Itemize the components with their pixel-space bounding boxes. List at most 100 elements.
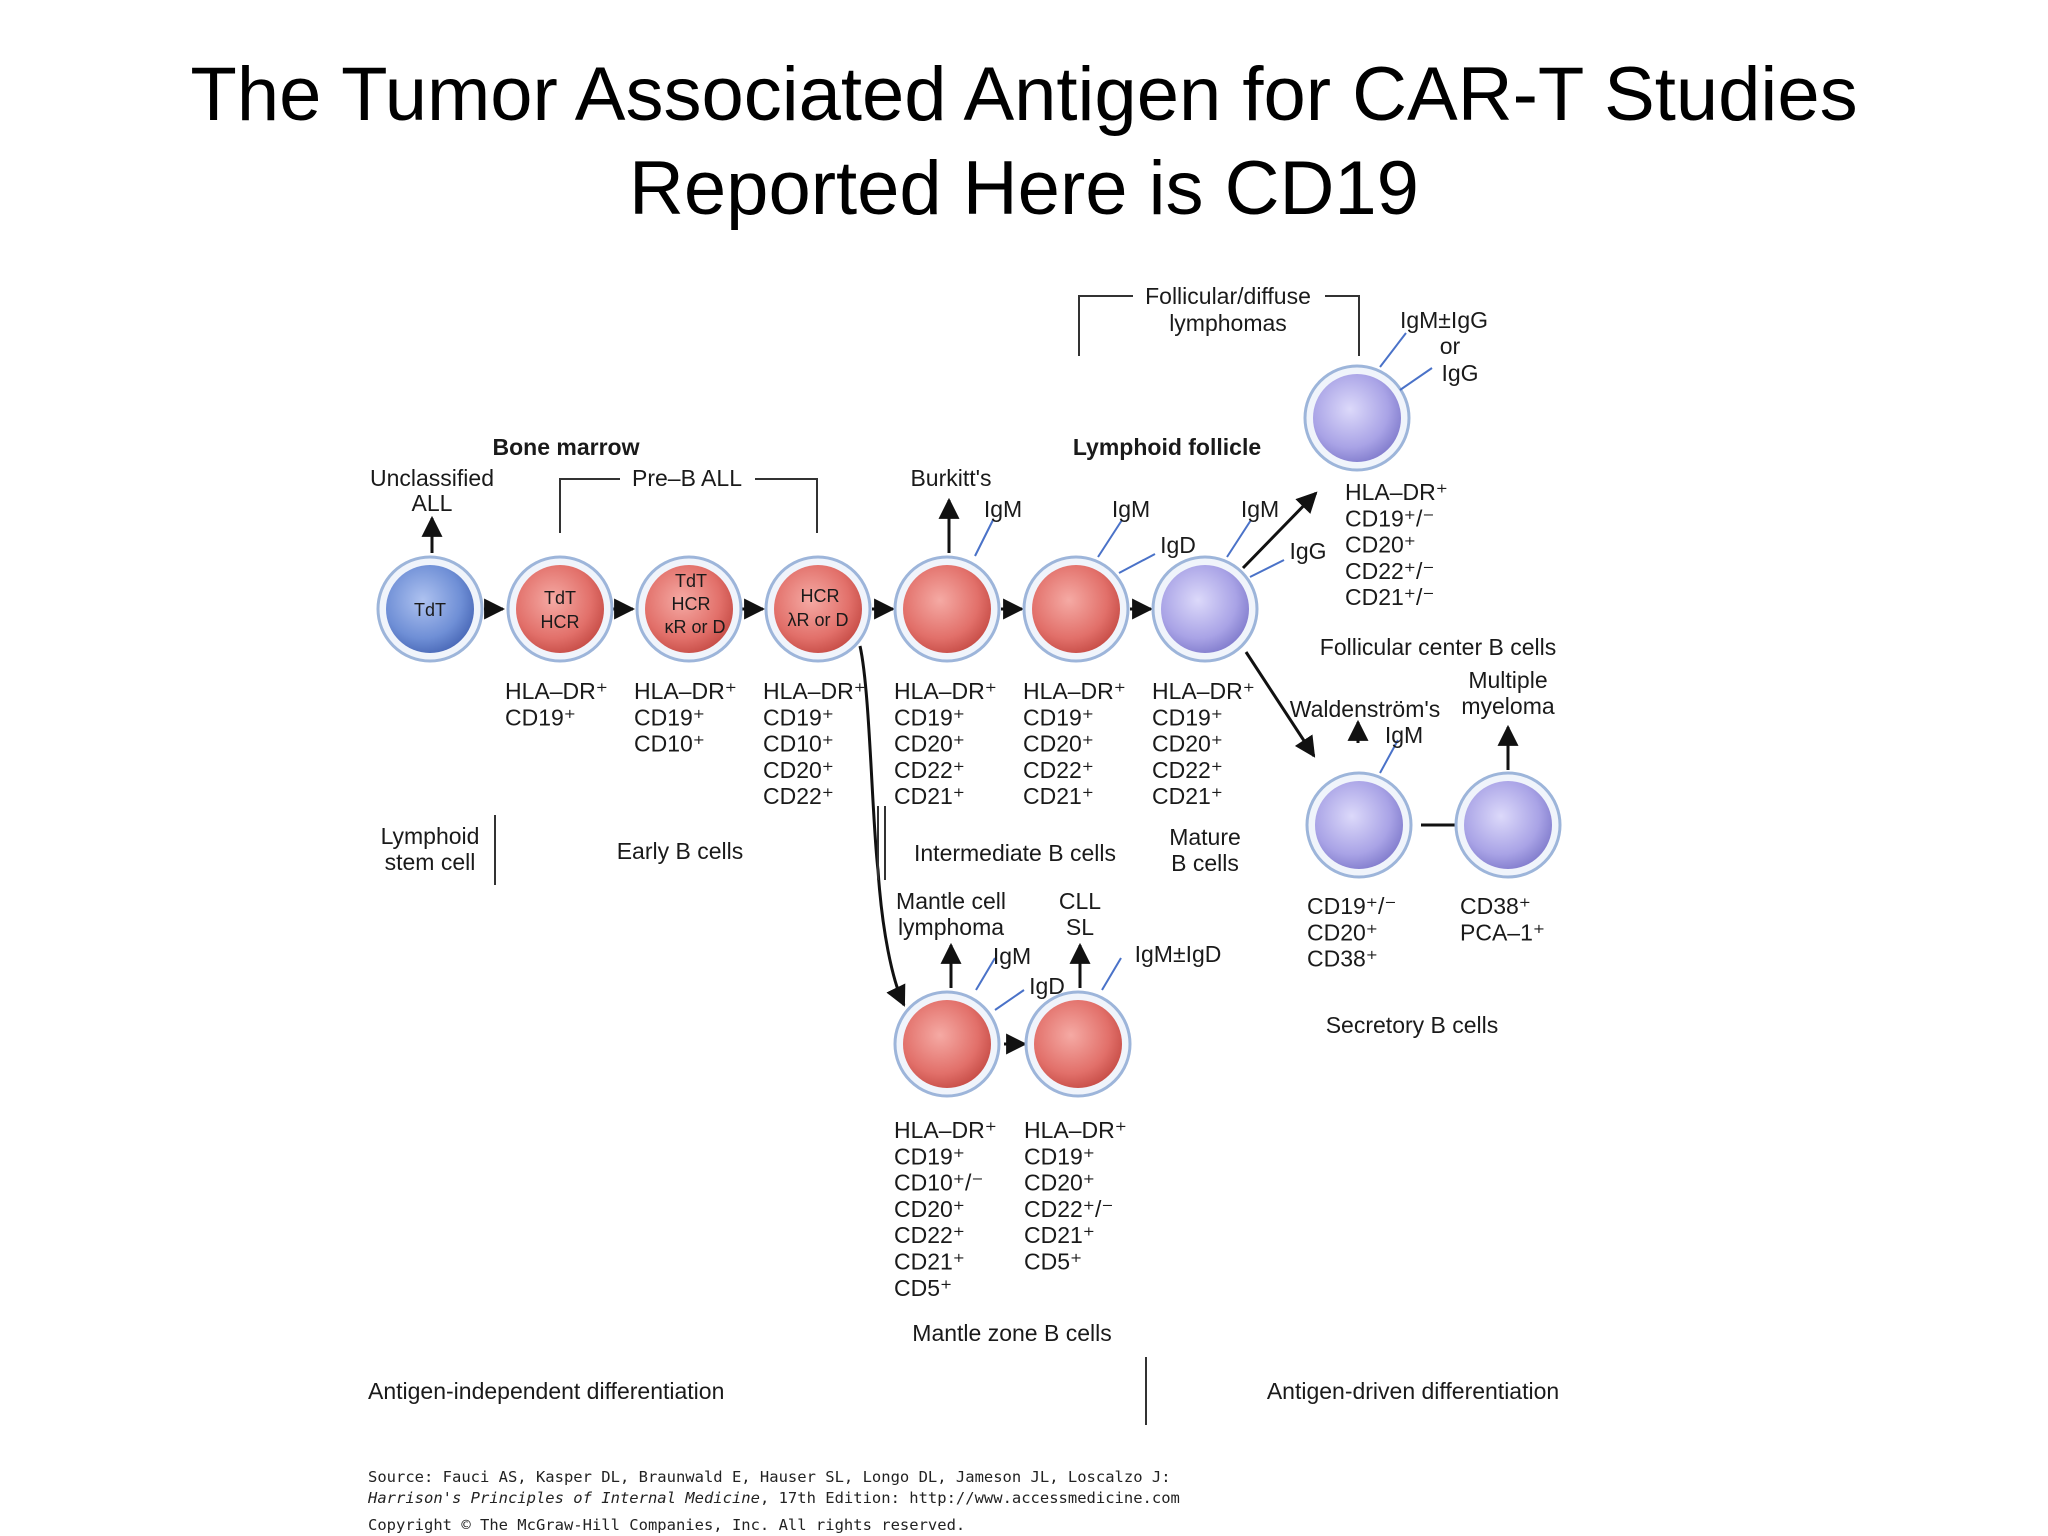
marker-c3-0: HLA–DR⁺ bbox=[634, 678, 737, 704]
marker-follicular-0: HLA–DR⁺ bbox=[1345, 479, 1448, 505]
marker-mantle1-2: CD10⁺/⁻ bbox=[894, 1170, 983, 1196]
cell-early-b-1 bbox=[516, 565, 604, 653]
igm-igg-label: IgM±IgG bbox=[1400, 307, 1488, 333]
waldenstrom-label: Waldenström's bbox=[1290, 696, 1441, 722]
all-label: ALL bbox=[412, 490, 453, 516]
antigen-driven-label: Antigen-driven differentiation bbox=[1267, 1378, 1559, 1404]
marker-mantle1-0: HLA–DR⁺ bbox=[894, 1117, 997, 1143]
marker-c7-3: CD22⁺ bbox=[1152, 757, 1223, 783]
cell-early-b-3 bbox=[774, 565, 862, 653]
marker-c5-4: CD21⁺ bbox=[894, 783, 965, 809]
marker-c5-0: HLA–DR⁺ bbox=[894, 678, 997, 704]
marker-secretory1-1: CD20⁺ bbox=[1307, 919, 1378, 945]
igm-c5: IgM bbox=[984, 496, 1022, 522]
marker-follicular-1: CD19⁺/⁻ bbox=[1345, 505, 1434, 531]
marker-c6-1: CD19⁺ bbox=[1023, 704, 1094, 730]
marker-mantle1-5: CD21⁺ bbox=[894, 1249, 965, 1275]
marker-mantle1-1: CD19⁺ bbox=[894, 1143, 965, 1169]
cell-mantle-1 bbox=[903, 1000, 991, 1088]
cell-4-text-1: HCR bbox=[801, 586, 840, 606]
marker-c4-3: CD20⁺ bbox=[763, 757, 834, 783]
arrow-to-secretory bbox=[1244, 651, 1316, 758]
igg-follicular: IgG bbox=[1441, 360, 1478, 386]
marker-c4-2: CD10⁺ bbox=[763, 731, 834, 757]
marker-secretory1-2: CD38⁺ bbox=[1307, 946, 1378, 972]
source-book-title: Harrison's Principles of Internal Medici… bbox=[367, 1489, 760, 1507]
title-line-1: The Tumor Associated Antigen for CAR-T S… bbox=[190, 52, 1858, 137]
marker-c7-0: HLA–DR⁺ bbox=[1152, 678, 1255, 704]
source-line-1: Source: Fauci AS, Kasper DL, Braunwald E… bbox=[368, 1468, 1171, 1486]
igm-secretory: IgM bbox=[1385, 722, 1423, 748]
cell-secretory-2 bbox=[1464, 781, 1552, 869]
marker-c4-1: CD19⁺ bbox=[763, 704, 834, 730]
follicular-diffuse-label: Follicular/diffuse bbox=[1145, 283, 1311, 309]
lymphoid-stem-label-2: stem cell bbox=[385, 849, 476, 875]
pre-b-all-label: Pre–B ALL bbox=[632, 465, 742, 491]
follicular-center-label: Follicular center B cells bbox=[1320, 634, 1556, 660]
igm-c7: IgM bbox=[1241, 496, 1279, 522]
marker-c6-4: CD21⁺ bbox=[1023, 783, 1094, 809]
marker-mantle2-1: CD19⁺ bbox=[1024, 1143, 1095, 1169]
lymphoid-stem-label-1: Lymphoid bbox=[381, 823, 480, 849]
lymphoid-follicle-label: Lymphoid follicle bbox=[1073, 434, 1261, 460]
mature-b-label-1: Mature bbox=[1169, 824, 1241, 850]
marker-c6-3: CD22⁺ bbox=[1023, 757, 1094, 783]
mantle-cell-label: Mantle cell bbox=[896, 888, 1006, 914]
marker-c4-0: HLA–DR⁺ bbox=[763, 678, 866, 704]
source-line-2: Harrison's Principles of Internal Medici… bbox=[367, 1489, 1180, 1507]
cell-early-b-2 bbox=[645, 565, 733, 653]
secretory-b-label: Secretory B cells bbox=[1326, 1012, 1499, 1038]
cell-mantle-2 bbox=[1034, 1000, 1122, 1088]
multiple-label: Multiple bbox=[1468, 667, 1547, 693]
myeloma-label: myeloma bbox=[1461, 693, 1555, 719]
marker-mantle1-4: CD22⁺ bbox=[894, 1222, 965, 1248]
marker-mantle2-2: CD20⁺ bbox=[1024, 1170, 1095, 1196]
mature-b-label-2: B cells bbox=[1171, 850, 1239, 876]
unclassified-label: Unclassified bbox=[370, 465, 494, 491]
marker-c3-1: CD19⁺ bbox=[634, 704, 705, 730]
marker-c6-2: CD20⁺ bbox=[1023, 731, 1094, 757]
marker-secretory2-0: CD38⁺ bbox=[1460, 893, 1531, 919]
early-b-label: Early B cells bbox=[617, 838, 744, 864]
marker-c3-2: CD10⁺ bbox=[634, 731, 705, 757]
mantle-zone-label: Mantle zone B cells bbox=[912, 1320, 1111, 1346]
marker-secretory2-1: PCA–1⁺ bbox=[1460, 919, 1545, 945]
marker-mantle2-4: CD21⁺ bbox=[1024, 1222, 1095, 1248]
cell-4-text-2: λR or D bbox=[787, 610, 848, 630]
cll-label: CLL bbox=[1059, 888, 1101, 914]
cell-intermediate-2 bbox=[1032, 565, 1120, 653]
cell-intermediate-1 bbox=[903, 565, 991, 653]
cell-3-text-2: HCR bbox=[672, 594, 711, 614]
intermediate-b-label: Intermediate B cells bbox=[914, 840, 1116, 866]
burkitts-label: Burkitt's bbox=[910, 465, 991, 491]
lymphomas-label: lymphomas bbox=[1169, 310, 1287, 336]
igg-c7: IgG bbox=[1289, 538, 1326, 564]
marker-c7-2: CD20⁺ bbox=[1152, 731, 1223, 757]
cell-2-text-1: TdT bbox=[544, 588, 576, 608]
cell-2-text-2: HCR bbox=[541, 612, 580, 632]
marker-mantle2-0: HLA–DR⁺ bbox=[1024, 1117, 1127, 1143]
cell-secretory-1 bbox=[1315, 781, 1403, 869]
arrow-to-mantle bbox=[858, 645, 906, 1007]
or-label: or bbox=[1440, 333, 1461, 359]
pre-b-all-bracket bbox=[559, 478, 818, 533]
arrow-to-follicular bbox=[1241, 491, 1318, 570]
marker-c5-1: CD19⁺ bbox=[894, 704, 965, 730]
marker-secretory1-0: CD19⁺/⁻ bbox=[1307, 893, 1396, 919]
slide-title: The Tumor Associated Antigen for CAR-T S… bbox=[0, 48, 2048, 236]
lymphoma-label: lymphoma bbox=[898, 914, 1004, 940]
marker-mantle2-5: CD5⁺ bbox=[1024, 1249, 1082, 1275]
igd-mantle: IgD bbox=[1029, 973, 1065, 999]
marker-lists: HLA–DR⁺CD19⁺HLA–DR⁺CD19⁺CD10⁺HLA–DR⁺CD19… bbox=[505, 479, 1545, 1301]
marker-c4-4: CD22⁺ bbox=[763, 783, 834, 809]
ig-receptor-lines bbox=[974, 332, 1433, 1011]
cell-3-text-3: κR or D bbox=[664, 617, 725, 637]
marker-follicular-2: CD20⁺ bbox=[1345, 532, 1416, 558]
cell-lymphoid-stem bbox=[386, 565, 474, 653]
follicular-bracket bbox=[1078, 295, 1360, 356]
marker-follicular-4: CD21⁺/⁻ bbox=[1345, 584, 1434, 610]
sl-label: SL bbox=[1066, 914, 1094, 940]
marker-c5-3: CD22⁺ bbox=[894, 757, 965, 783]
marker-c7-1: CD19⁺ bbox=[1152, 704, 1223, 730]
